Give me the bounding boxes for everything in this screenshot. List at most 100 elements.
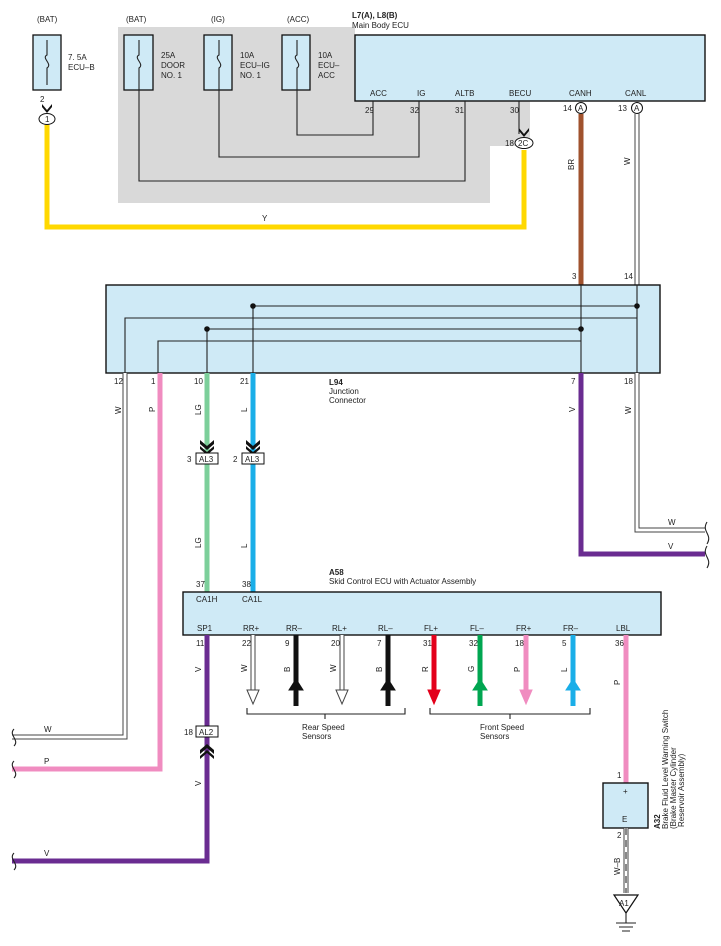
break-mark-left [11, 728, 17, 871]
skid-ca1l: CA1L [242, 595, 263, 604]
skid-terminal-rlx: RL+ [332, 624, 347, 633]
skid-ca1h: CA1H [196, 595, 218, 604]
skid-terminal-pin: 11 [196, 639, 205, 648]
ground-connector [612, 894, 640, 915]
wire-l-label: L [240, 407, 249, 412]
rear-sensors-label1: Rear Speed [302, 723, 345, 732]
junction-pin-1: 1 [151, 377, 156, 386]
skid-terminal-pin: 31 [423, 639, 432, 648]
ground-icon [616, 913, 636, 932]
ecu-b-pin: 2 [40, 95, 45, 104]
main-ecu-code: L7(A), L8(B) [352, 11, 398, 20]
sensor-wire-arrow [472, 678, 488, 691]
sensor-wire-label: W [240, 664, 249, 672]
skid-terminal-pin: 22 [242, 639, 251, 648]
pin-canh: 14 [563, 104, 572, 113]
wire-pink-left [12, 373, 163, 772]
becu-joint-label: 2C [518, 139, 528, 148]
svg-text:ECU–: ECU– [318, 61, 340, 70]
wire-white-left-label: W [114, 406, 123, 414]
junction-name: Junction [329, 387, 359, 396]
wire-lbl-label: P [613, 680, 622, 685]
skid-name: Skid Control ECU with Actuator Assembly [329, 577, 476, 586]
skid-terminal-pin: 20 [331, 639, 340, 648]
switch-pin-2: 2 [617, 831, 622, 840]
sensor-wire-label: G [467, 666, 476, 672]
junction-pin-12: 12 [114, 377, 123, 386]
wire-v-right-label: V [568, 406, 577, 412]
junction-top-pin-3: 3 [572, 272, 577, 281]
front-sensors-bracket [429, 708, 591, 719]
skid-terminal-pin: 18 [515, 639, 524, 648]
svg-text:ACC: ACC [318, 71, 335, 80]
becu-joint-pin: 18 [505, 139, 514, 148]
junction-pin-18: 18 [624, 377, 633, 386]
sensor-wire-label: B [283, 667, 292, 672]
al3-l-pin: 2 [233, 455, 238, 464]
skid-code: A58 [329, 568, 344, 577]
skid-terminal-rrx: RR+ [243, 624, 260, 633]
ground-label: A1 [619, 899, 629, 908]
svg-text:NO. 1: NO. 1 [161, 71, 182, 80]
terminal-ig: IG [417, 89, 425, 98]
sensor-wire-label: B [375, 667, 384, 672]
wire-altb [138, 85, 466, 182]
wire-ig [218, 85, 420, 158]
switch-pin-1: 1 [617, 771, 622, 780]
sensor-wire-arrow [246, 689, 260, 706]
skid-terminal-pin: 9 [285, 639, 290, 648]
wire-w-right-label: W [624, 406, 633, 414]
skid-bottom-terminals: SP111RR+22RR–9RL+20RL–7FL+31FL–32FR+18FR… [196, 624, 631, 648]
wire-canl-label: W [623, 157, 632, 165]
skid-pin-37: 37 [196, 580, 205, 589]
pin-acc: 29 [365, 106, 374, 115]
ecu-b-connector-label: 1 [45, 115, 50, 124]
terminal-acc: ACC [370, 89, 387, 98]
svg-text:25A: 25A [161, 51, 176, 60]
wire-lg-label2: LG [194, 537, 203, 548]
wire-v-left-label: V [44, 849, 50, 858]
svg-text:DOOR: DOOR [161, 61, 185, 70]
main-ecu-name: Main Body ECU [352, 21, 409, 30]
svg-text:(BAT): (BAT) [37, 15, 58, 24]
pin-ig: 32 [410, 106, 419, 115]
al2-label: AL2 [199, 728, 214, 737]
wire-white-right [634, 373, 705, 533]
wire-sp1-violet [12, 635, 210, 864]
terminal-becu: BECU [509, 89, 531, 98]
wire-w-right-label2: W [668, 518, 676, 527]
svg-text:(ACC): (ACC) [287, 15, 310, 24]
al3-l-arrow [246, 440, 260, 455]
junction-pin-10: 10 [194, 377, 203, 386]
junction-top-pin-14: 14 [624, 272, 633, 281]
wire-yellow [44, 125, 527, 230]
sensor-wire-label: L [560, 667, 569, 672]
switch-code: A32 [653, 814, 662, 829]
break-mark-right [704, 521, 710, 569]
skid-terminal-pin: 5 [562, 639, 567, 648]
terminal-canl: CANL [625, 89, 647, 98]
switch-line1: Brake Fluid Level Warning Switch [661, 710, 670, 829]
wire-white-left-label2: W [44, 725, 52, 734]
svg-text:ECU–IG: ECU–IG [240, 61, 270, 70]
skid-terminal-frx: FR+ [516, 624, 532, 633]
skid-terminal-pin: 7 [377, 639, 382, 648]
wire-v-right-label2: V [668, 542, 674, 551]
al2-connector [195, 725, 219, 738]
sensor-wire-arrow [519, 689, 533, 706]
canh-connector-label: A [578, 104, 584, 113]
fuse-ecu-acc: (ACC) 10A ECU– ACC [281, 15, 340, 91]
wire-sp1-label2: V [194, 780, 203, 786]
skid-terminal-pin: 36 [615, 639, 624, 648]
wire-acc [296, 85, 374, 136]
terminal-canh: CANH [569, 89, 592, 98]
al3-l-connector [241, 452, 265, 465]
svg-text:(BAT): (BAT) [126, 15, 147, 24]
switch-line3: Reservoir Assembly) [677, 753, 686, 827]
switch-line2: (Brake Master Cylinder [669, 747, 678, 829]
junction-pin-21: 21 [240, 377, 249, 386]
al2-pin: 18 [184, 728, 193, 737]
becu-joint-connector [514, 137, 534, 149]
